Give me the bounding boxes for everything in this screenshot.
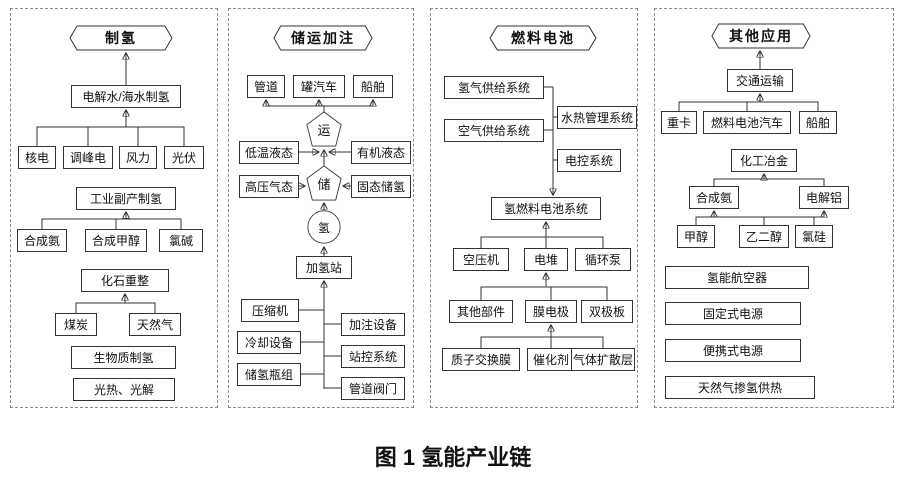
node-synthetic-ammonia: 合成氨: [17, 229, 67, 252]
node-dispensing-equipment: 加注设备: [341, 313, 405, 336]
node-bipolar-plate: 双极板: [581, 300, 633, 323]
node-membrane-electrode: 膜电极: [525, 300, 577, 323]
node-thermal-management-system: 水热管理系统: [557, 106, 637, 129]
node-cooling-equipment: 冷却设备: [237, 331, 301, 354]
transport-node-label: 运: [317, 122, 331, 138]
node-proton-exchange-membrane: 质子交换膜: [442, 348, 520, 371]
hydrogen-node-label: 氢: [317, 220, 330, 235]
node-pipeline: 管道: [247, 75, 285, 98]
node-cylinder-group: 储氢瓶组: [237, 363, 301, 386]
node-industrial-byproduct: 工业副产制氢: [76, 187, 176, 210]
node-air-compressor: 空压机: [453, 248, 509, 271]
node-ship-application: 船舶: [799, 111, 837, 134]
node-solid-state-storage: 固态储氢: [351, 175, 411, 198]
node-wind-power: 风力: [119, 146, 157, 169]
shape-transport-pentagon: 运: [306, 111, 342, 147]
node-stationary-power: 固定式电源: [665, 302, 801, 325]
header-hydrogen-production: 制氢: [69, 25, 173, 51]
node-chlorosilane: 氯硅: [795, 225, 833, 248]
node-station-control-system: 站控系统: [341, 345, 405, 368]
node-chemical-metallurgy: 化工冶金: [731, 149, 797, 172]
header-storage-transport: 储运加注: [273, 25, 373, 51]
node-synthetic-ammonia-app: 合成氨: [689, 186, 739, 209]
node-hydrogen-aircraft: 氢能航空器: [665, 266, 809, 289]
node-ship: 船舶: [353, 75, 393, 98]
panel-title: 储运加注: [291, 30, 355, 46]
panel-other-applications: 其他应用 交通运输 重卡 燃料电池汽车 船舶 化工冶金 合成氨 电解铝 甲醇 乙…: [654, 8, 894, 408]
panel-hydrogen-production: 制氢 电解水/海水制氢 核电 调峰电 风力 光伏 工业副产制氢 合成氨 合成甲醇…: [10, 8, 218, 408]
node-transportation: 交通运输: [727, 69, 793, 92]
node-natural-gas-hydrogen-heating: 天然气掺氢供热: [665, 376, 815, 399]
header-other-applications: 其他应用: [711, 23, 811, 49]
node-solar-pv: 光伏: [164, 146, 204, 169]
panel-title: 燃料电池: [511, 30, 575, 46]
panel-fuel-cell: 燃料电池 氢气供给系统 空气供给系统 水热管理系统 电控系统 氢燃料电池系统 空…: [430, 8, 638, 408]
node-organic-liquid: 有机液态: [351, 141, 411, 164]
node-catalyst: 催化剂: [527, 348, 575, 371]
node-synthetic-methanol: 合成甲醇: [85, 229, 147, 252]
node-natural-gas: 天然气: [129, 313, 181, 336]
node-portable-power: 便携式电源: [665, 339, 801, 362]
banner-shape-icon: [489, 25, 597, 51]
node-hydrogen-supply-system: 氢气供给系统: [444, 76, 544, 99]
node-electronic-control-system: 电控系统: [557, 149, 621, 172]
node-peak-shaving-power: 调峰电: [63, 146, 113, 169]
node-ethylene-glycol: 乙二醇: [739, 225, 789, 248]
pentagon-icon: [306, 165, 342, 201]
node-methanol: 甲醇: [677, 225, 715, 248]
node-electrolytic-aluminum: 电解铝: [799, 186, 849, 209]
node-stack: 电堆: [524, 248, 568, 271]
node-coal: 煤炭: [55, 313, 97, 336]
node-circulation-pump: 循环泵: [575, 248, 631, 271]
node-tank-truck: 罐汽车: [293, 75, 345, 98]
node-fuel-cell-system: 氢燃料电池系统: [491, 197, 601, 220]
node-chlor-alkali: 氯碱: [159, 229, 203, 252]
node-air-supply-system: 空气供给系统: [444, 119, 544, 142]
node-fossil-reforming: 化石重整: [81, 269, 169, 292]
shape-hydrogen-circle: 氢: [307, 210, 341, 244]
header-fuel-cell: 燃料电池: [489, 25, 597, 51]
node-refueling-station: 加氢站: [296, 256, 352, 279]
panel-storage-transport-refueling: 储运加注 管道 罐汽车 船舶 运 低温液态 高压气态 有机液态 固态储氢 储 氢: [228, 8, 414, 408]
banner-shape-icon: [711, 23, 811, 49]
node-solar-thermal-photolysis: 光热、光解: [73, 378, 175, 401]
storage-node-label: 储: [317, 176, 331, 192]
panel-title: 其他应用: [729, 28, 793, 44]
node-pipeline-valves: 管道阀门: [341, 377, 405, 400]
shape-storage-pentagon: 储: [306, 165, 342, 201]
circle-icon: [307, 210, 341, 244]
figure-caption: 图 1 氢能产业链: [374, 445, 532, 470]
node-gas-diffusion-layer: 气体扩散层: [571, 348, 635, 371]
node-compressor: 压缩机: [241, 299, 299, 322]
banner-shape-icon: [273, 25, 373, 51]
node-fuel-cell-vehicle: 燃料电池汽车: [703, 111, 791, 134]
pentagon-icon: [306, 111, 342, 147]
node-other-components: 其他部件: [449, 300, 513, 323]
panel-title: 制氢: [105, 30, 137, 46]
node-low-temp-liquid: 低温液态: [239, 141, 299, 164]
node-electrolysis: 电解水/海水制氢: [71, 85, 181, 108]
node-heavy-truck: 重卡: [661, 111, 697, 134]
node-biomass-hydrogen: 生物质制氢: [71, 346, 176, 369]
banner-shape-icon: [69, 25, 173, 51]
node-nuclear-power: 核电: [18, 146, 56, 169]
node-high-pressure-gas: 高压气态: [239, 175, 299, 198]
